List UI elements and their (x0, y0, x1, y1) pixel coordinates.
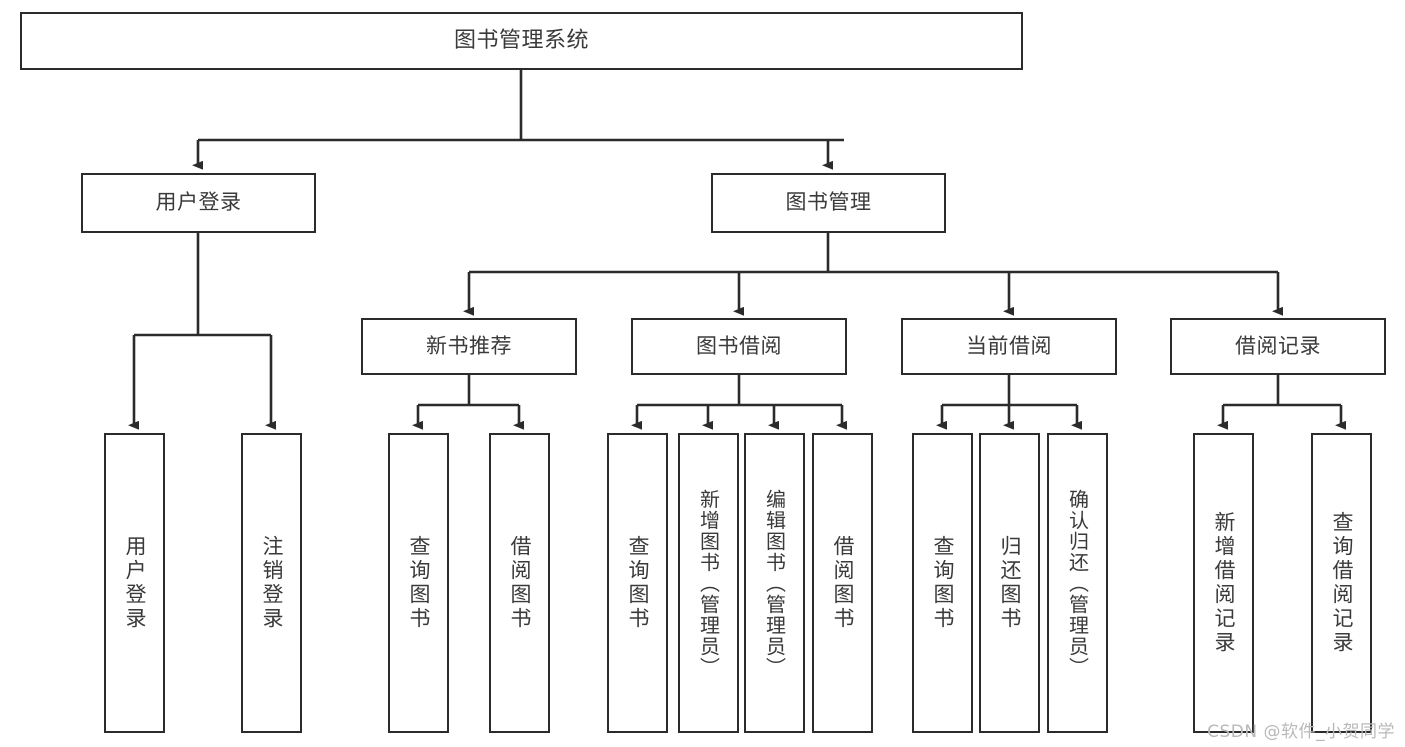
node-leaf-query-record[interactable]: 查询借阅记录 (1311, 433, 1372, 733)
node-label: 图书借阅 (696, 333, 782, 358)
node-label: 新增借阅记录 (1212, 511, 1236, 655)
node-leaf-query-book-3[interactable]: 查询图书 (912, 433, 973, 733)
node-label: 查询图书 (626, 535, 650, 631)
node-leaf-return-book[interactable]: 归还图书 (979, 433, 1040, 733)
node-borrow-record[interactable]: 借阅记录 (1170, 318, 1386, 375)
node-label: 借阅图书 (508, 535, 532, 631)
node-label: 注销登录 (260, 535, 284, 631)
node-leaf-confirm-return-admin[interactable]: 确认归还（管理员） (1047, 433, 1108, 733)
node-leaf-query-book-1[interactable]: 查询图书 (388, 433, 449, 733)
node-label: 图书管理系统 (453, 27, 589, 53)
node-leaf-add-book-admin[interactable]: 新增图书（管理员） (678, 433, 739, 733)
node-leaf-query-book-2[interactable]: 查询图书 (607, 433, 668, 733)
node-label: 查询图书 (931, 535, 955, 631)
watermark: CSDN @软件_小贺同学 (1207, 722, 1395, 742)
node-label: 当前借阅 (966, 333, 1052, 358)
node-user-login[interactable]: 用户登录 (81, 173, 316, 233)
node-book-manage[interactable]: 图书管理 (711, 173, 946, 233)
node-label: 借阅记录 (1235, 333, 1321, 358)
node-leaf-logout[interactable]: 注销登录 (241, 433, 302, 733)
node-label: 确认归还（管理员） (1065, 488, 1090, 678)
node-label: 新增图书（管理员） (696, 488, 721, 678)
node-label: 归还图书 (998, 535, 1022, 631)
node-leaf-edit-book-admin[interactable]: 编辑图书（管理员） (744, 433, 805, 733)
node-leaf-add-record[interactable]: 新增借阅记录 (1193, 433, 1254, 733)
node-label: 图书管理 (785, 190, 872, 215)
node-label: 查询图书 (407, 535, 431, 631)
node-current-borrow[interactable]: 当前借阅 (901, 318, 1117, 375)
node-label: 查询借阅记录 (1330, 511, 1354, 655)
node-new-book-recommend[interactable]: 新书推荐 (361, 318, 577, 375)
node-label: 新书推荐 (426, 333, 512, 358)
node-label: 用户登录 (123, 535, 147, 631)
node-leaf-borrow-book-2[interactable]: 借阅图书 (812, 433, 873, 733)
node-label: 借阅图书 (831, 535, 855, 631)
node-label: 用户登录 (155, 190, 242, 215)
node-book-borrow[interactable]: 图书借阅 (631, 318, 847, 375)
node-leaf-borrow-book-1[interactable]: 借阅图书 (489, 433, 550, 733)
node-root-system[interactable]: 图书管理系统 (20, 12, 1023, 70)
node-leaf-user-login[interactable]: 用户登录 (104, 433, 165, 733)
node-label: 编辑图书（管理员） (762, 488, 787, 678)
